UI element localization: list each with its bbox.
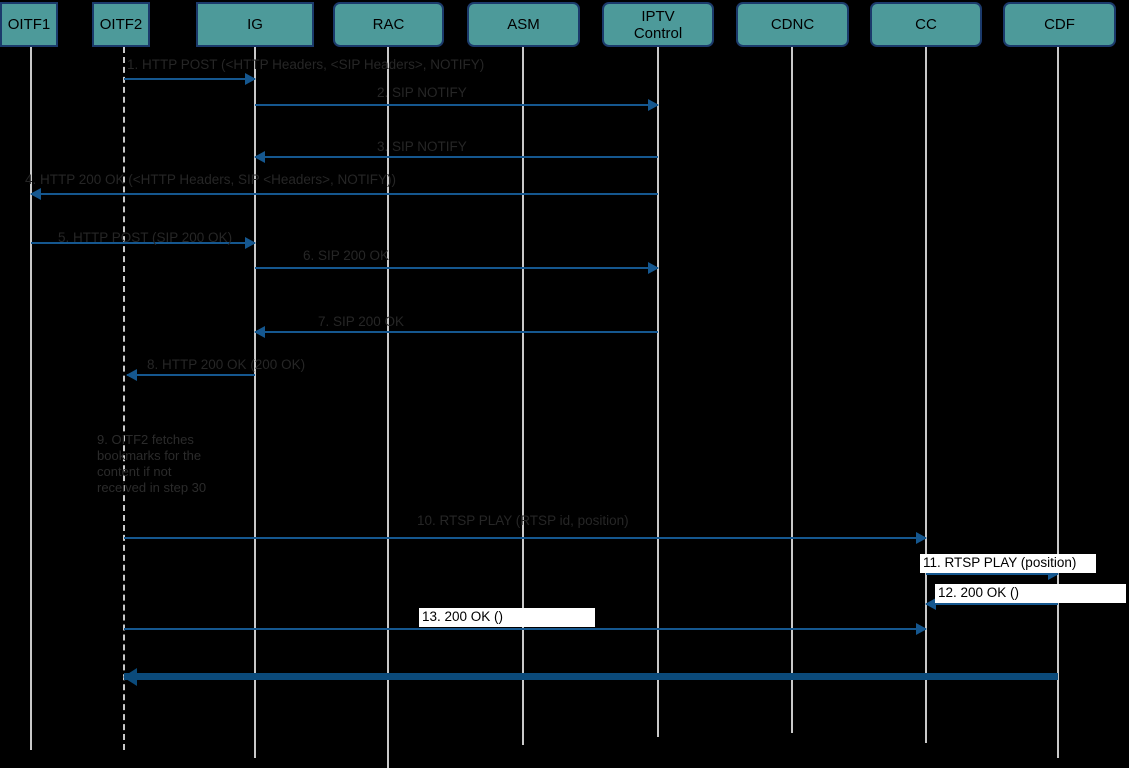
message-line-10 — [124, 537, 926, 539]
actor-box-asm[interactable]: ASM — [467, 2, 580, 47]
message-line-1 — [124, 78, 255, 80]
lifeline-rac — [387, 47, 389, 768]
arrowhead-right-icon — [916, 623, 927, 635]
message-label-8: 8. HTTP 200 OK (200 OK) — [147, 357, 306, 372]
arrowhead-left-icon — [254, 326, 265, 338]
message-label-4: 4. HTTP 200 OK (<HTTP Headers, SIP <Head… — [25, 172, 397, 187]
message-label-1: 1. HTTP POST (<HTTP Headers, <SIP Header… — [127, 57, 485, 72]
arrowhead-left-icon — [123, 668, 137, 686]
message-label-5: 5. HTTP POST (SIP 200 OK) — [58, 230, 233, 245]
lifeline-cdnc — [791, 47, 793, 733]
message-line-7 — [255, 331, 658, 333]
actor-box-rac[interactable]: RAC — [333, 2, 444, 47]
lifeline-asm — [522, 47, 524, 745]
actor-box-oitf2[interactable]: OITF2 — [92, 2, 150, 47]
message-line-2 — [255, 104, 658, 106]
actor-box-cdnc[interactable]: CDNC — [736, 2, 849, 47]
message-label-3: 3. SIP NOTIFY — [377, 139, 467, 154]
message-line-5 — [31, 242, 255, 244]
actor-label-cc: CC — [915, 16, 937, 33]
message-label-13: 13. 200 OK () — [419, 608, 595, 627]
message-line-4 — [31, 193, 658, 195]
actor-label-asm: ASM — [507, 16, 540, 33]
actor-box-iptv[interactable]: IPTV Control — [602, 2, 714, 47]
arrowhead-left-icon — [126, 369, 137, 381]
message-label-10: 10. RTSP PLAY (RTSP id, position) — [417, 513, 629, 528]
lifeline-cdf — [1057, 47, 1059, 758]
actor-box-cdf[interactable]: CDF — [1003, 2, 1116, 47]
arrowhead-right-icon — [245, 73, 256, 85]
lifeline-ig — [254, 47, 256, 758]
message-line-12 — [926, 603, 1058, 605]
arrowhead-left-icon — [254, 151, 265, 163]
lifeline-oitf2 — [123, 47, 125, 750]
message-label-12: 12. 200 OK () — [935, 584, 1126, 603]
message-label-2: 2. SIP NOTIFY — [377, 85, 467, 100]
arrowhead-right-icon — [648, 99, 659, 111]
actor-box-oitf1[interactable]: OITF1 — [0, 2, 58, 47]
actor-label-rac: RAC — [372, 16, 405, 33]
message-label-11: 11. RTSP PLAY (position) — [920, 554, 1096, 573]
arrowhead-right-icon — [916, 532, 927, 544]
lifeline-cc — [925, 47, 927, 743]
actor-label-oitf2: OITF2 — [99, 16, 143, 33]
message-line-13 — [124, 628, 926, 630]
arrowhead-left-icon — [30, 188, 41, 200]
actor-label-iptv: IPTV Control — [633, 7, 683, 42]
actor-label-oitf1: OITF1 — [7, 16, 51, 33]
message-line-8 — [127, 374, 255, 376]
message-line-14 — [124, 673, 1058, 680]
arrowhead-right-icon — [1048, 568, 1059, 580]
lifeline-oitf1 — [30, 47, 32, 750]
arrowhead-right-icon — [648, 262, 659, 274]
arrowhead-right-icon — [245, 237, 256, 249]
message-label-7: 7. SIP 200 OK — [318, 314, 405, 329]
actor-box-ig[interactable]: IG — [196, 2, 314, 47]
actor-label-ig: IG — [247, 16, 263, 33]
actor-label-cdnc: CDNC — [770, 16, 815, 33]
message-line-11 — [926, 573, 1058, 575]
message-line-3 — [255, 156, 658, 158]
message-label-6: 6. SIP 200 OK — [303, 248, 390, 263]
actor-label-cdf: CDF — [1044, 16, 1075, 33]
actor-box-cc[interactable]: CC — [870, 2, 982, 47]
arrowhead-left-icon — [925, 598, 936, 610]
message-line-6 — [255, 267, 658, 269]
note-9: 9. OITF2 fetches bookmarks for the conte… — [97, 432, 207, 495]
lifeline-iptv — [657, 47, 659, 737]
